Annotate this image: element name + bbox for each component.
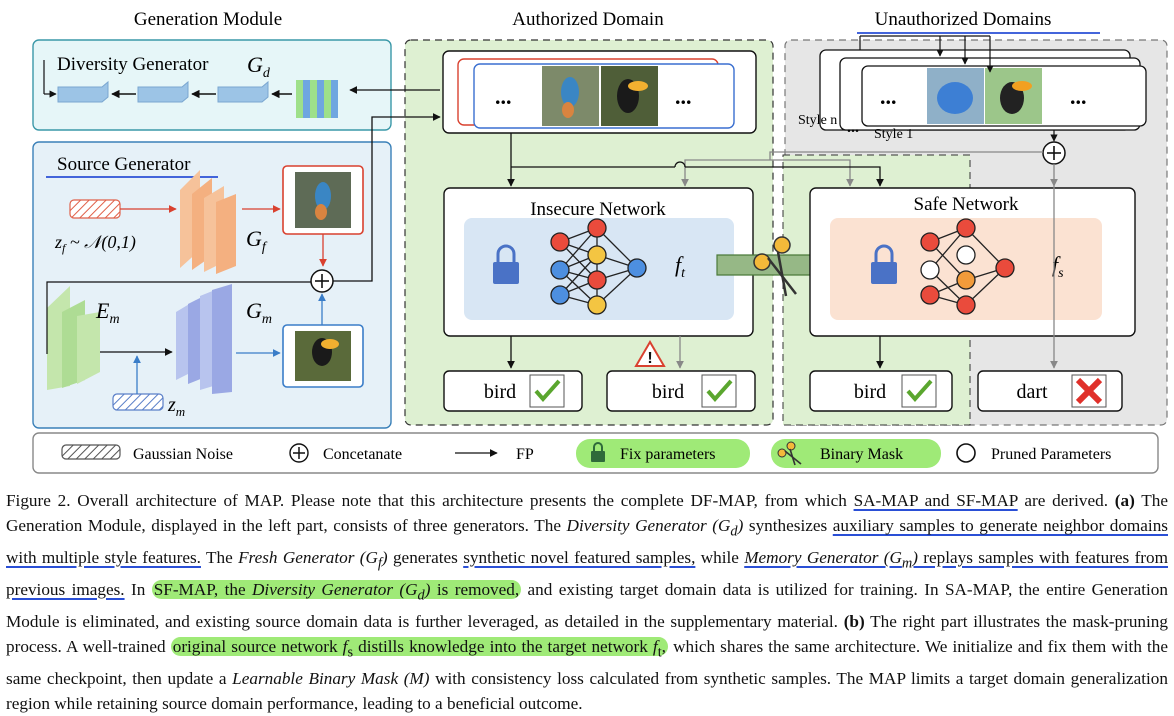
legend-concat-label: Concetanate [323, 446, 402, 463]
unauth-dots-right: ... [1070, 84, 1087, 109]
scissors-icon [753, 236, 797, 297]
output-label-4: dart [1016, 381, 1048, 403]
legend-gaussian-swatch [61, 444, 121, 460]
gd-symbol: Gd [247, 52, 271, 81]
source-generator-label: Source Generator [57, 154, 191, 175]
insecure-lock-icon [493, 244, 519, 284]
auth-dots-left: ... [495, 84, 512, 109]
em-layers [47, 286, 100, 390]
gm-layers [176, 284, 232, 394]
style-1-label: Style 1 [874, 127, 913, 142]
check-icon-3 [906, 379, 933, 403]
insecure-neural-net-icon [550, 218, 647, 315]
noise-formula: zf ~ 𝒩(0,1) [54, 232, 136, 255]
header-authorized: Authorized Domain [512, 9, 664, 30]
output-label-3: bird [854, 381, 886, 403]
legend-fp-label: FP [516, 446, 534, 463]
insecure-network-title: Insecure Network [530, 199, 666, 220]
safe-network-title: Safe Network [914, 194, 1019, 215]
insecure-network-panel [464, 218, 734, 320]
diversity-layers [57, 80, 338, 118]
legend-pruned-icon [956, 443, 976, 463]
legend-mask-label: Binary Mask [820, 446, 903, 463]
gm-symbol: Gm [246, 298, 272, 327]
legend-fix-pill [576, 439, 750, 468]
legend-gaussian-label: Gaussian Noise [133, 446, 233, 463]
architecture-figure: Generation Module Authorized Domain Unau… [32, 9, 1168, 474]
zm-symbol: zm [167, 394, 185, 419]
diversity-generator-label: Diversity Generator [57, 54, 209, 75]
legend-pruned-label: Pruned Parameters [991, 446, 1111, 463]
header-unauthorized: Unauthorized Domains [875, 9, 1052, 30]
legend-scissors-icon [777, 441, 802, 466]
output-label-1: bird [484, 381, 516, 403]
safe-lock-icon [871, 244, 897, 284]
output-label-2: bird [652, 381, 684, 403]
warning-icon: ! [634, 340, 666, 367]
header-generation: Generation Module [134, 9, 282, 30]
gf-layers [180, 170, 236, 274]
legend-fix-label: Fix parameters [620, 446, 716, 463]
svg-text:!: ! [647, 350, 652, 367]
unauth-dots-left: ... [880, 84, 897, 109]
fs-symbol: fs [1052, 252, 1064, 281]
style-n-label: Style n [798, 113, 837, 128]
noise-zf [69, 199, 121, 219]
legend-lock-icon [591, 442, 605, 462]
cross-icon [1075, 377, 1103, 405]
noise-zm [112, 393, 164, 411]
em-symbol: Em [95, 298, 120, 327]
safe-network-panel [830, 218, 1102, 320]
gf-symbol: Gf [246, 226, 268, 255]
check-icon-2 [706, 379, 733, 403]
auth-dots-right: ... [675, 84, 692, 109]
style-ellipsis: ... [847, 119, 859, 136]
safe-neural-net-icon [920, 218, 1015, 315]
check-icon-1 [534, 379, 561, 403]
figure-caption: Figure 2. Overall architecture of MAP. P… [6, 491, 1169, 713]
ft-symbol: ft [675, 252, 686, 281]
legend-mask-pill [771, 439, 941, 468]
